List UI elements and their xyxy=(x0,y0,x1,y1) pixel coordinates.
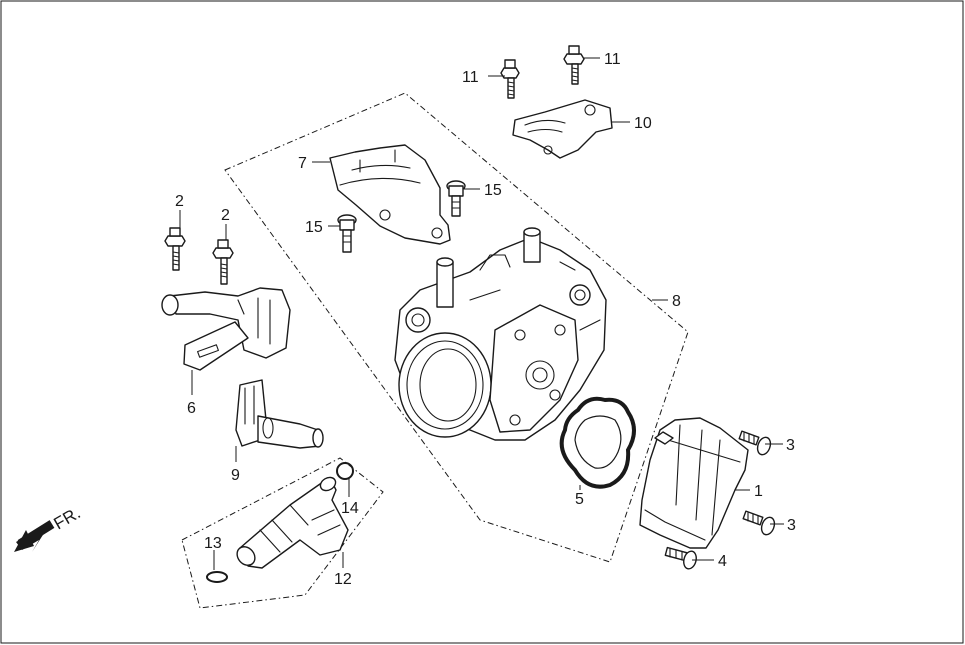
callout-6: 6 xyxy=(187,400,196,417)
front-direction-label: FR. xyxy=(51,503,84,533)
callout-8: 8 xyxy=(672,293,681,310)
callout-14: 14 xyxy=(341,500,359,517)
gasket-5 xyxy=(559,396,636,489)
screw-3-lower xyxy=(742,510,776,536)
callout-9: 9 xyxy=(231,467,240,484)
arrow-left-down-icon xyxy=(14,520,55,552)
bolt-11-right xyxy=(563,45,585,85)
throttle-body xyxy=(394,227,607,441)
callout-13: 13 xyxy=(204,535,222,552)
callout-7: 7 xyxy=(298,155,307,172)
callout-5: 5 xyxy=(575,491,584,508)
callout-10: 10 xyxy=(634,115,652,132)
screw-15-lower xyxy=(337,214,357,253)
bolt-2-left xyxy=(164,227,186,271)
callout-2-right: 2 xyxy=(221,207,230,224)
screw-15-upper xyxy=(446,180,466,217)
callout-15-upper: 15 xyxy=(484,182,502,199)
callout-11-left: 11 xyxy=(462,69,479,86)
injector-12 xyxy=(236,476,349,569)
callout-12: 12 xyxy=(334,571,352,588)
sensor-9 xyxy=(235,379,324,449)
o-ring-14 xyxy=(336,462,354,480)
bolt-2-right xyxy=(212,239,234,285)
leader-lines xyxy=(179,57,784,570)
screw-3-upper xyxy=(738,430,772,456)
bracket-10 xyxy=(512,99,613,159)
o-ring-13 xyxy=(206,571,228,583)
bolt-11-left xyxy=(500,59,520,99)
callout-15-lower: 15 xyxy=(305,219,323,236)
callout-1: 1 xyxy=(754,483,763,500)
sensor-module-1 xyxy=(639,417,749,549)
callout-2-left: 2 xyxy=(175,193,184,210)
injector-group-outline xyxy=(181,457,384,609)
throttle-body-group-outline xyxy=(224,92,689,563)
sensor-6 xyxy=(161,287,291,371)
bracket-7 xyxy=(329,144,451,245)
callout-11-right: 11 xyxy=(604,51,621,68)
callout-3-lower: 3 xyxy=(787,517,796,534)
screw-4 xyxy=(664,546,697,570)
callout-3-upper: 3 xyxy=(786,437,795,454)
callout-4: 4 xyxy=(718,553,727,570)
